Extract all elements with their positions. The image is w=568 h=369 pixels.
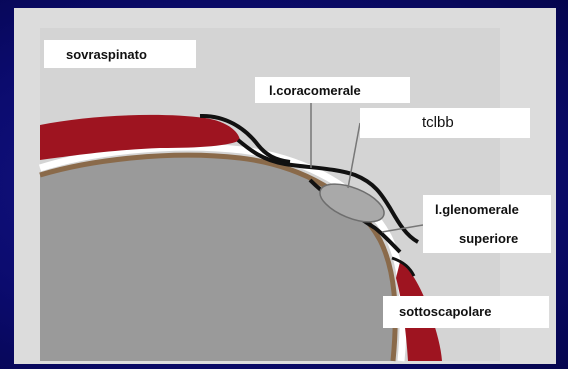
label-glenomerale-line1: l.glenomerale <box>423 195 551 225</box>
label-coracomerale: l.coracomerale <box>255 77 410 103</box>
label-glenomerale-line2: superiore <box>423 225 551 253</box>
label-sottoscapolare: sottoscapolare <box>383 296 549 328</box>
label-tclbb: tclbb <box>360 108 530 138</box>
label-sovraspinato: sovraspinato <box>44 40 196 68</box>
